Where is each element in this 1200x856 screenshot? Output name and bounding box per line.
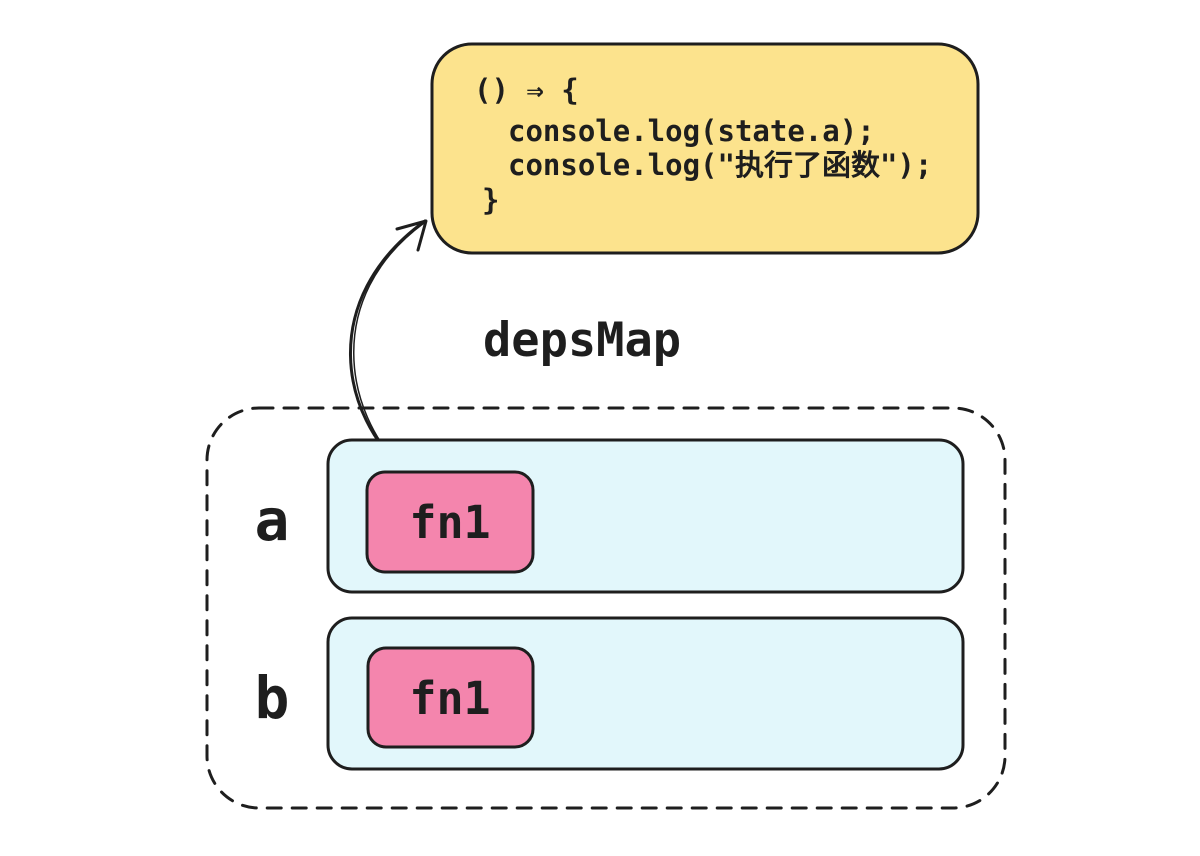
- deps-map-title: depsMap: [483, 313, 681, 368]
- effect-fn-label: fn1: [409, 496, 490, 549]
- effect-fn-label: fn1: [409, 672, 490, 725]
- entry-key-label: b: [255, 664, 290, 732]
- code-line-1: () ⇒ {: [474, 73, 579, 107]
- deps-map-container: [205, 406, 1007, 810]
- effect-fn-box: [365, 470, 535, 574]
- effect-fn-box: [366, 646, 535, 749]
- code-line-3: console.log("执行了函数");: [508, 148, 932, 182]
- dependency-arrow: [349, 219, 428, 472]
- deps-map-entry-a: a fn1: [255, 438, 965, 594]
- deps-map-entry-b: b fn1: [255, 616, 965, 771]
- effect-function-box-background: [430, 42, 980, 255]
- code-line-4: }: [482, 183, 499, 217]
- arrow-head: [395, 219, 428, 252]
- entry-key-label: a: [255, 486, 290, 554]
- code-line-2: console.log(state.a);: [508, 114, 875, 148]
- arrow-shaft-sketch: [353, 222, 425, 469]
- effect-function-box: () ⇒ { console.log(state.a); console.log…: [430, 42, 980, 255]
